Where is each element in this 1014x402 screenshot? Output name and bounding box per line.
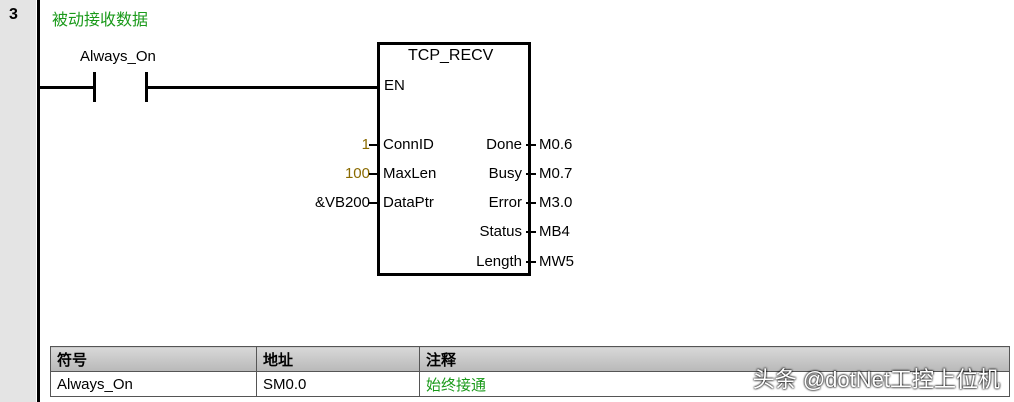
network-title[interactable]: 被动接收数据 <box>52 12 149 29</box>
pin-stub <box>526 261 536 263</box>
pin-stub <box>526 202 536 204</box>
en-pin: EN <box>384 77 405 94</box>
output-value-done[interactable]: M0.6 <box>539 136 573 153</box>
output-pin-status: Status <box>479 223 522 240</box>
header-comment: 注释 <box>419 346 1010 372</box>
input-pin-connid: ConnID <box>383 136 434 153</box>
output-pin-done: Done <box>486 136 522 153</box>
tcp-recv-block[interactable] <box>377 42 531 276</box>
output-value-status[interactable]: MB4 <box>539 223 570 240</box>
wire <box>147 86 379 89</box>
input-pin-maxlen: MaxLen <box>383 165 437 182</box>
cell-comment[interactable]: 始终接通 <box>419 371 1010 397</box>
cell-symbol[interactable]: Always_On <box>50 371 257 397</box>
network-gutter <box>0 0 36 402</box>
contact-left-bar[interactable] <box>93 72 96 102</box>
wire <box>40 86 95 89</box>
input-value-maxlen[interactable]: 100 <box>344 165 370 182</box>
header-address: 地址 <box>256 346 420 372</box>
input-value-connid[interactable]: 1 <box>361 136 370 153</box>
output-pin-busy: Busy <box>488 165 522 182</box>
header-symbol: 符号 <box>50 346 257 372</box>
block-name: TCP_RECV <box>408 47 494 64</box>
pin-stub <box>369 173 379 175</box>
pin-stub <box>526 231 536 233</box>
output-pin-length: Length <box>476 253 522 270</box>
input-value-dataptr[interactable]: &VB200 <box>314 194 370 211</box>
output-value-error[interactable]: M3.0 <box>539 194 573 211</box>
watermark: 头条 @dotNet工控上位机 <box>752 367 1000 392</box>
symbol-table: 符号 地址 注释 Always_On SM0.0 始终接通 <box>50 346 1010 397</box>
pin-stub <box>369 144 379 146</box>
pin-stub <box>526 144 536 146</box>
output-value-busy[interactable]: M0.7 <box>539 165 573 182</box>
contact-right-bar[interactable] <box>145 72 148 102</box>
contact-label: Always_On <box>80 48 156 65</box>
cell-address[interactable]: SM0.0 <box>256 371 420 397</box>
input-pin-dataptr: DataPtr <box>383 194 434 211</box>
power-rail <box>37 0 40 402</box>
output-value-length[interactable]: MW5 <box>539 253 574 270</box>
network-number: 3 <box>9 6 18 23</box>
pin-stub <box>526 173 536 175</box>
table-row: Always_On SM0.0 始终接通 <box>50 371 1010 397</box>
output-pin-error: Error <box>488 194 522 211</box>
pin-stub <box>369 202 379 204</box>
